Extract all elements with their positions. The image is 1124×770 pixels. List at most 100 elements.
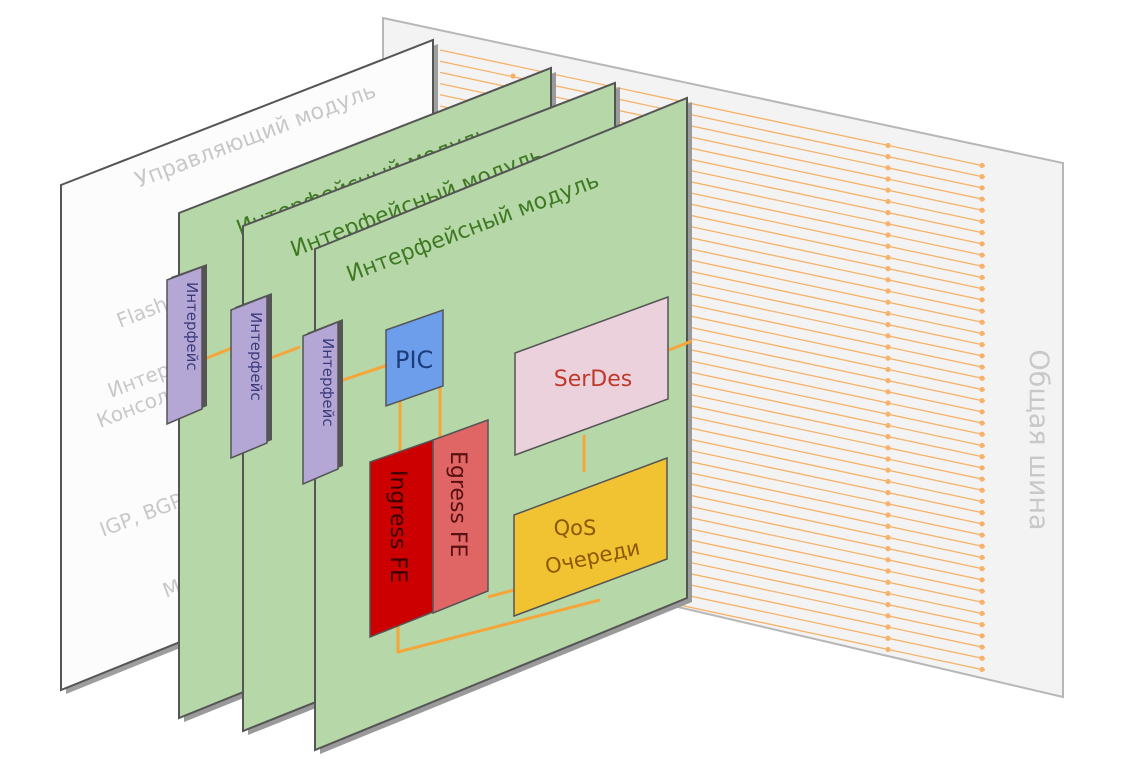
bus-connector-dot bbox=[979, 218, 985, 225]
bus-connector-dot bbox=[885, 456, 891, 462]
bus-connector-dot bbox=[979, 162, 985, 169]
bus-connector-dot bbox=[885, 512, 891, 518]
bus-connector-dot bbox=[885, 602, 891, 608]
bus-connector-dot bbox=[885, 568, 891, 574]
bus-connector-dot bbox=[885, 490, 891, 496]
bus-connector-dot bbox=[979, 263, 985, 269]
bus-line bbox=[439, 49, 986, 167]
bus-connector-dot bbox=[979, 532, 985, 538]
bus-connector-dot bbox=[885, 613, 891, 619]
ingress-fe-label: Ingress FE bbox=[385, 470, 410, 583]
bus-connector-dot bbox=[979, 207, 985, 213]
bus-connector-dot bbox=[885, 254, 891, 261]
bus-connector-dot bbox=[979, 252, 985, 258]
bus-connector-dot bbox=[979, 297, 985, 303]
bus-connector-dot bbox=[979, 476, 985, 482]
bus-connector-dot bbox=[885, 624, 891, 630]
bus-connector-dot bbox=[885, 310, 891, 317]
bus-connector-dot bbox=[885, 523, 891, 529]
bus-connector-dot bbox=[885, 635, 891, 641]
bus-connector-dot bbox=[885, 411, 891, 417]
serdes-label: SerDes bbox=[554, 367, 632, 392]
bus-connector-dot bbox=[885, 322, 891, 328]
bus-connector-dot bbox=[885, 590, 891, 597]
bus-connector-dot bbox=[885, 478, 891, 485]
bus-connector-dot bbox=[979, 353, 985, 359]
bus-connector-dot bbox=[979, 465, 985, 471]
qos-label-line1: QoS bbox=[554, 516, 597, 540]
bus-connector-dot bbox=[885, 165, 891, 171]
bus-connector-dot bbox=[885, 232, 891, 238]
interface-port-1-label: Интерфейс bbox=[183, 282, 201, 371]
bus-connector-dot bbox=[979, 510, 985, 516]
bus-connector-dot bbox=[979, 274, 985, 281]
interface-port-3-label: Интерфейс bbox=[319, 338, 337, 427]
bus-connector-dot bbox=[979, 454, 985, 460]
bus-connector-dot bbox=[979, 566, 985, 572]
bus-connector-dot bbox=[885, 333, 891, 339]
bus-connector-dot bbox=[979, 342, 985, 348]
bus-connector-dot bbox=[885, 299, 891, 305]
bus-connector-dot bbox=[979, 398, 985, 404]
bus-connector-dot bbox=[979, 588, 985, 594]
bus-connector-dot bbox=[885, 142, 891, 149]
bus-connector-dot bbox=[979, 521, 985, 527]
bus-connector-dot bbox=[979, 644, 985, 650]
bus-connector-dot bbox=[979, 386, 985, 393]
bus-connector-dot bbox=[885, 378, 891, 384]
bus-connector-dot bbox=[885, 366, 891, 373]
bus-connector-dot bbox=[885, 344, 891, 350]
bus-connector-dot bbox=[979, 196, 985, 202]
pic-label: PIC bbox=[395, 346, 433, 374]
bus-connector-dot bbox=[979, 319, 985, 325]
bus-connector-dot bbox=[885, 546, 891, 552]
bus-connector-dot bbox=[885, 389, 891, 395]
bus-connector-dot bbox=[885, 355, 891, 361]
bus-connector-dot bbox=[979, 554, 985, 561]
bus-connector-dot bbox=[979, 577, 985, 583]
bus-connector-dot bbox=[885, 579, 891, 585]
bus-connector-dot bbox=[979, 622, 985, 628]
bus-connector-dot bbox=[979, 409, 985, 415]
bus-connector-dot bbox=[885, 467, 891, 473]
bus-connector-dot bbox=[979, 230, 985, 236]
bus-connector-dot bbox=[979, 442, 985, 449]
bus-connector-dot bbox=[885, 210, 891, 216]
bus-connector-dot bbox=[885, 198, 891, 205]
bus-connector-dot bbox=[979, 666, 985, 673]
bus-connector-dot bbox=[885, 221, 891, 227]
bus-connector-dot bbox=[885, 534, 891, 541]
bus-connector-dot bbox=[979, 610, 985, 617]
bus-connector-dot bbox=[979, 174, 985, 180]
bus-connector-dot bbox=[979, 543, 985, 549]
egress-fe-label: Egress FE bbox=[445, 451, 470, 557]
bus-connector-dot bbox=[979, 599, 985, 605]
bus-connector-dot bbox=[979, 633, 985, 639]
bus-connector-dot bbox=[885, 557, 891, 563]
bus-connector-dot bbox=[979, 286, 985, 292]
bus-connector-dot bbox=[885, 400, 891, 406]
bus-connector-dot bbox=[979, 185, 985, 191]
bus-connector-dot bbox=[885, 288, 891, 294]
bus-connector-dot bbox=[979, 431, 985, 437]
bus-connector-dot bbox=[885, 501, 891, 507]
bus-connector-dot bbox=[885, 187, 891, 193]
bus-connector-dot bbox=[885, 422, 891, 429]
interface-module-3: Интерфейсный модуль Интерфейс PIC SerDes… bbox=[302, 96, 693, 754]
bus-connector-dot bbox=[979, 330, 985, 337]
bus-connector-dot bbox=[510, 73, 516, 79]
bus-connector-dot bbox=[885, 445, 891, 451]
bus-connector-dot bbox=[885, 243, 891, 249]
bus-connector-dot bbox=[979, 364, 985, 370]
bus-connector-dot bbox=[979, 498, 985, 505]
bus-connector-dot bbox=[979, 420, 985, 426]
bus-connector-dot bbox=[885, 646, 891, 653]
backplane-title: Общая шина bbox=[1023, 349, 1054, 530]
bus-connector-dot bbox=[979, 655, 985, 661]
bus-connector-dot bbox=[979, 487, 985, 493]
bus-connector-dot bbox=[885, 434, 891, 440]
bus-connector-dot bbox=[979, 375, 985, 381]
bus-connector-dot bbox=[885, 266, 891, 272]
interface-port-2-label: Интерфейс bbox=[247, 312, 265, 401]
